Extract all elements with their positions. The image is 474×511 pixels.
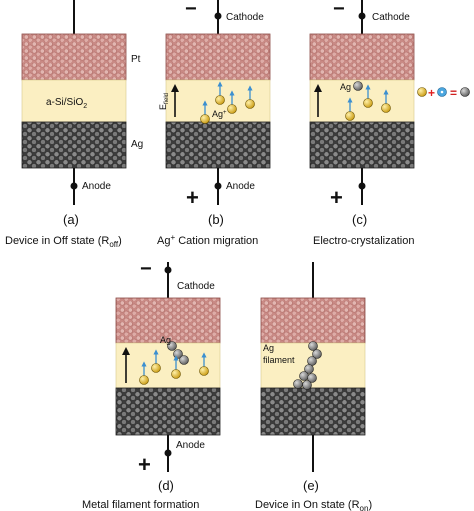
crystallization-equation: + = [417, 86, 470, 100]
ag-cation [151, 363, 161, 373]
anode-label: Anode [82, 181, 111, 192]
ag-cation [200, 114, 210, 124]
ag-layer [165, 121, 271, 169]
ag-cation [245, 99, 255, 109]
cathode-terminal [358, 12, 366, 20]
panel-e: Ag filament (e) Device in On state (Ron) [255, 262, 372, 511]
oxide-label: a-Si/SiO2 [46, 97, 87, 110]
electron-core [440, 90, 444, 94]
anode-terminal [214, 182, 222, 190]
anode-label: Anode [226, 181, 255, 192]
filament-label-line1: Ag [263, 343, 274, 353]
ag-cations [345, 84, 391, 121]
ag-atom [353, 81, 363, 91]
caption-e: Device in On state (Ron) [255, 499, 372, 511]
ag-atom [307, 373, 317, 383]
ag-cations [200, 81, 255, 124]
ag-atom [308, 341, 318, 351]
minus-sign: − [185, 0, 197, 20]
filament-label-line2: filament [263, 355, 295, 365]
caption-c: Electro-crystalization [313, 235, 414, 247]
equation-equals: = [450, 86, 457, 100]
ag-cation [171, 369, 181, 379]
panel-b: − Cathode + Anode Efield Ag+ (b) Ag+ Cat… [157, 0, 271, 247]
anode-terminal [358, 182, 366, 190]
ag-filament [293, 341, 322, 390]
panel-letter-b: (b) [208, 212, 224, 227]
panel-letter-e: (e) [303, 478, 319, 493]
cathode-label: Cathode [177, 281, 215, 292]
pt-layer [260, 297, 366, 344]
pt-layer [165, 33, 271, 81]
ag-cation [345, 111, 355, 121]
anode-terminal [164, 449, 172, 457]
ion-label: Ag+ [212, 109, 227, 119]
ag-layer [260, 387, 366, 436]
ag-cation [199, 366, 209, 376]
ag-layer [309, 121, 415, 169]
ag-cation [139, 375, 149, 385]
panel-letter-d: (d) [158, 478, 174, 493]
ag-atom [299, 371, 309, 381]
ag-atom [307, 356, 317, 366]
ag-atom [312, 349, 322, 359]
ag-atom [179, 355, 189, 365]
pt-layer [309, 33, 415, 81]
plus-sign: + [186, 185, 199, 210]
ag-atom [167, 341, 177, 351]
growing-filament [167, 341, 189, 365]
panel-letter-a: (a) [63, 212, 79, 227]
ag-layer [21, 121, 127, 169]
panel-c: − Cathode + Ag + = (c) Electro-cr [309, 0, 470, 247]
cathode-terminal [214, 12, 222, 20]
plus-sign: + [330, 185, 343, 210]
cathode-label: Cathode [226, 12, 264, 23]
caption-a: Device in Off state (Roff) [5, 235, 122, 249]
cathode-label: Cathode [372, 12, 410, 23]
ag-cation [215, 95, 225, 105]
minus-sign: − [140, 258, 152, 280]
ag-label: Ag [340, 82, 351, 92]
cathode-terminal [164, 266, 172, 274]
ag-cation [363, 98, 373, 108]
anode-terminal [70, 182, 78, 190]
anode-label: Anode [176, 440, 205, 451]
pt-label: Pt [131, 54, 141, 65]
ag-atom [293, 379, 303, 389]
panel-a: Pt a-Si/SiO2 Ag Anode (a) Device in Off … [5, 0, 143, 249]
ag-cations [139, 349, 209, 385]
ag-layer [115, 387, 221, 436]
ag-cation [381, 103, 391, 113]
pt-layer [115, 297, 221, 344]
equation-plus: + [428, 86, 435, 100]
ag-atom-symbol [460, 87, 470, 97]
minus-sign: − [333, 0, 345, 20]
ag-label: Ag [131, 139, 143, 150]
panel-letter-c: (c) [352, 212, 367, 227]
oxide-layer [115, 342, 221, 389]
ag-cation-symbol [417, 87, 427, 97]
caption-b: Ag+ Cation migration [157, 233, 258, 247]
efield-label: Efield [158, 93, 170, 110]
ag-atom [302, 380, 312, 390]
ag-atom [304, 364, 314, 374]
panel-d: − Cathode + Anode Ag (d) Metal filament [82, 258, 221, 511]
plus-sign: + [138, 452, 151, 477]
ag-label: Ag [160, 335, 171, 345]
pt-layer [21, 33, 127, 81]
ag-cation [227, 104, 237, 114]
caption-d: Metal filament formation [82, 499, 199, 511]
